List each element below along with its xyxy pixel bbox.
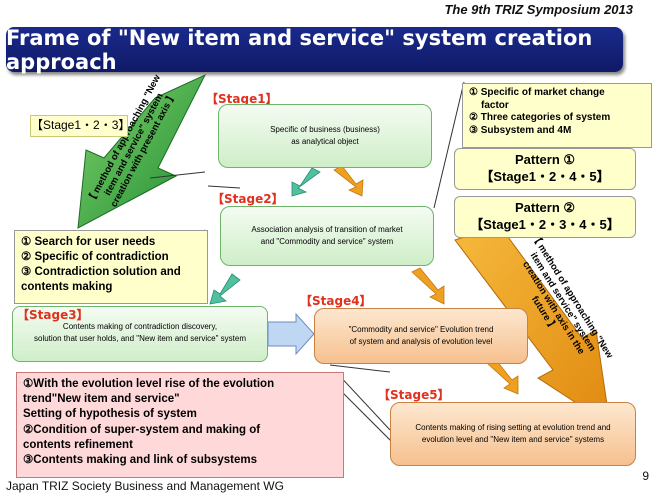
stage1-line-1: Specific of business (business) [270, 125, 380, 134]
pattern-2-box: Pattern ② 【Stage1・2・3・4・5】 [454, 196, 636, 238]
stage2-line-1: Association analysis of transition of ma… [251, 225, 403, 234]
user-needs-item-1: ① Search for user needs [21, 236, 156, 248]
slide-title: Frame of "New item and service" system c… [6, 25, 623, 74]
user-needs-list: ① Search for user needs ② Specific of co… [14, 230, 208, 304]
stage5-label: 【Stage5】 [378, 388, 450, 402]
evolution-item-5: contents refinement [23, 438, 133, 451]
stage2-box: Association analysis of transition of ma… [220, 206, 434, 266]
stage2-label: 【Stage2】 [212, 192, 284, 206]
evolution-item-3: Setting of hypothesis of system [23, 408, 197, 421]
stage4-line-2: of system and analysis of evolution leve… [349, 337, 493, 346]
market-factor-item-4: ③ Subsystem and 4M [469, 124, 572, 136]
stage1-line-2: as analytical object [291, 137, 359, 146]
stage4-line-1: "Commodity and service" Evolution trend [348, 325, 494, 334]
slide-title-text: Frame of "New item and service" system c… [6, 25, 593, 74]
stage4-label: 【Stage4】 [300, 294, 372, 308]
pattern-2-stages: 【Stage1・2・3・4・5】 [470, 217, 620, 232]
user-needs-item-3: ③ Contradiction solution and [21, 266, 181, 278]
stage1-label: 【Stage1】 [206, 92, 278, 106]
market-factor-item-3: ② Three categories of system [469, 112, 611, 123]
stage-tag-123-text: 【Stage1・2・3】 [31, 118, 131, 132]
stage5-line-1: Contents making of rising setting at evo… [415, 423, 611, 432]
future-axis-arrow [454, 225, 611, 427]
user-needs-item-2: ② Specific of contradiction [21, 251, 169, 263]
stage1-box: Specific of business (business) as analy… [218, 104, 432, 168]
stage3-box: 【Stage3】 Contents making of contradictio… [12, 306, 268, 362]
user-needs-item-4: contents making [21, 281, 113, 293]
pattern-1-box: Pattern ① 【Stage1・2・4・5】 [454, 148, 636, 190]
stage5-line-2: evolution level and "New item and servic… [421, 435, 605, 444]
market-factor-list: ① Specific of market change factor ② Thr… [462, 83, 652, 148]
stage5-box: Contents making of rising setting at evo… [390, 402, 636, 466]
pattern-2-title: Pattern ② [514, 200, 576, 215]
pattern-1-stages: 【Stage1・2・4・5】 [480, 169, 610, 184]
stage3-line-1: Contents making of contradiction discove… [62, 322, 218, 331]
evolution-item-4: ②Condition of super-system and making of [23, 423, 261, 436]
stage3-label: 【Stage3】 [17, 308, 89, 322]
evolution-item-6: ③Contents making and link of subsystems [23, 454, 257, 467]
stage2-line-2: and "Commodity and service" system [260, 237, 394, 246]
evolution-list: ①With the evolution level rise of the ev… [16, 372, 344, 478]
evolution-item-1: ①With the evolution level rise of the ev… [23, 378, 275, 390]
present-axis-arrow [77, 73, 207, 229]
pattern-1-title: Pattern ① [514, 152, 576, 167]
symposium-header: The 9th TRIZ Symposium 2013 [444, 2, 633, 17]
market-factor-item-1: ① Specific of market change [469, 87, 605, 98]
page-number: 9 [642, 469, 649, 483]
footer-text: Japan TRIZ Society Business and Manageme… [6, 479, 284, 493]
evolution-item-2: trend"New item and service" [23, 393, 180, 406]
stage3-line-2: solution that user holds, and "New item … [34, 334, 246, 343]
stage-tag-123: 【Stage1・2・3】 [30, 115, 131, 137]
market-factor-item-2: factor [481, 99, 509, 111]
stage4-box: "Commodity and service" Evolution trend … [314, 308, 528, 364]
